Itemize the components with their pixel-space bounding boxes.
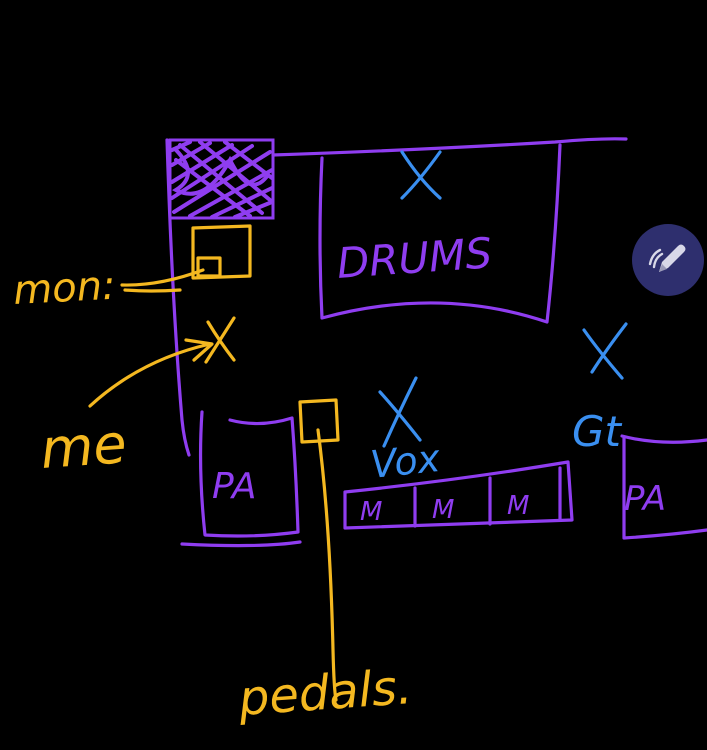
pedals-box <box>298 398 340 444</box>
pedals-line <box>316 428 338 702</box>
pa-right-label: PA <box>624 479 666 519</box>
monitor-wedge <box>191 224 252 280</box>
mic-3: M <box>507 491 529 521</box>
me-arrow <box>88 338 214 408</box>
drums-position-x <box>400 150 442 200</box>
gt-label: Gt <box>572 407 623 456</box>
pencil-icon <box>648 244 686 272</box>
mon-arrow <box>120 268 205 293</box>
mic-row-dividers <box>413 466 562 528</box>
mic-2: M <box>432 495 454 525</box>
drums-riser <box>318 143 562 324</box>
mic-1: M <box>360 497 382 527</box>
drums-label: DRUMS <box>335 228 493 288</box>
stage-bottom-edge <box>180 540 302 548</box>
pedals-label: pedals. <box>236 659 414 727</box>
mic-row-outline <box>343 460 574 530</box>
column-block <box>168 138 275 220</box>
stage-left-wall <box>165 138 191 457</box>
stage-top-edge <box>271 137 628 157</box>
mon-label: mon: <box>12 263 117 314</box>
pa-right-box <box>620 434 707 540</box>
me-position-x <box>204 316 236 364</box>
me-label: me <box>39 412 129 481</box>
pa-left-box <box>198 410 300 538</box>
gt-position-x <box>582 322 628 380</box>
vox-position-x <box>378 376 422 448</box>
pa-left-label: PA <box>212 466 257 507</box>
edit-fab-button[interactable] <box>632 224 704 296</box>
vox-label: Vox <box>368 436 442 487</box>
